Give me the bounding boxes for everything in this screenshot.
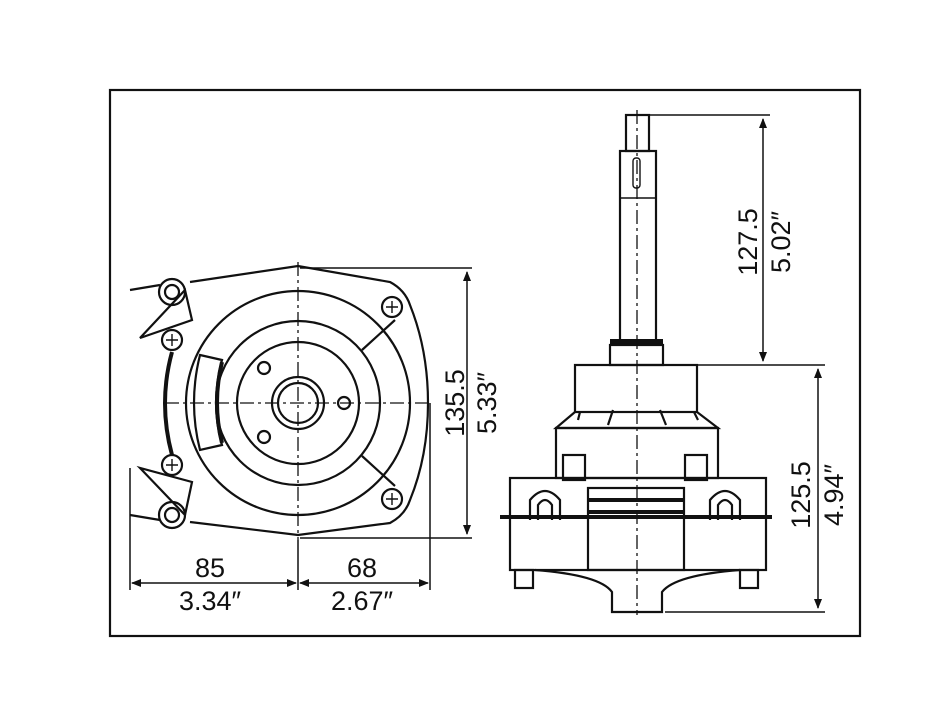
side-view bbox=[500, 110, 772, 615]
front-view bbox=[129, 262, 430, 540]
rib bbox=[361, 455, 396, 487]
screw-icon bbox=[380, 487, 404, 511]
body-mm-label: 125.5 bbox=[786, 461, 816, 529]
drawing-frame bbox=[108, 88, 862, 638]
left-width-mm-label: 85 bbox=[195, 553, 225, 583]
rib bbox=[361, 319, 396, 351]
height-in-label: 5.33″ bbox=[472, 372, 502, 435]
upper-bracket bbox=[129, 283, 194, 340]
right-width-mm-label: 68 bbox=[347, 553, 377, 583]
lower-bracket bbox=[129, 465, 194, 522]
height-mm-label: 135.5 bbox=[440, 369, 470, 437]
screw-icon bbox=[160, 453, 184, 477]
screw-icon bbox=[380, 295, 404, 319]
loop-right bbox=[708, 489, 742, 520]
side-dimensions: 127.5 5.02″ 125.5 4.94″ bbox=[650, 114, 849, 613]
shaft bbox=[618, 149, 658, 343]
mount-hole bbox=[256, 360, 272, 376]
left-width-in-label: 3.34″ bbox=[179, 586, 242, 616]
boss bbox=[683, 453, 709, 482]
boss bbox=[561, 453, 587, 482]
mount-hole bbox=[256, 429, 272, 445]
foot-bolt bbox=[513, 568, 535, 590]
nut-icon bbox=[157, 500, 187, 530]
loop-left bbox=[528, 489, 562, 520]
right-width-in-label: 2.67″ bbox=[331, 586, 394, 616]
center-block bbox=[586, 486, 686, 572]
nut-icon bbox=[157, 277, 187, 307]
front-dimensions: 135.5 5.33″ 85 3.34″ 68 2.67″ bbox=[129, 267, 502, 616]
screw-icon bbox=[160, 328, 184, 352]
shaft-mm-label: 127.5 bbox=[733, 208, 763, 276]
body-in-label: 4.94″ bbox=[819, 464, 849, 527]
upper-housing bbox=[573, 363, 699, 414]
shaft-in-label: 5.02″ bbox=[766, 211, 796, 274]
foot-bolt bbox=[738, 568, 760, 590]
